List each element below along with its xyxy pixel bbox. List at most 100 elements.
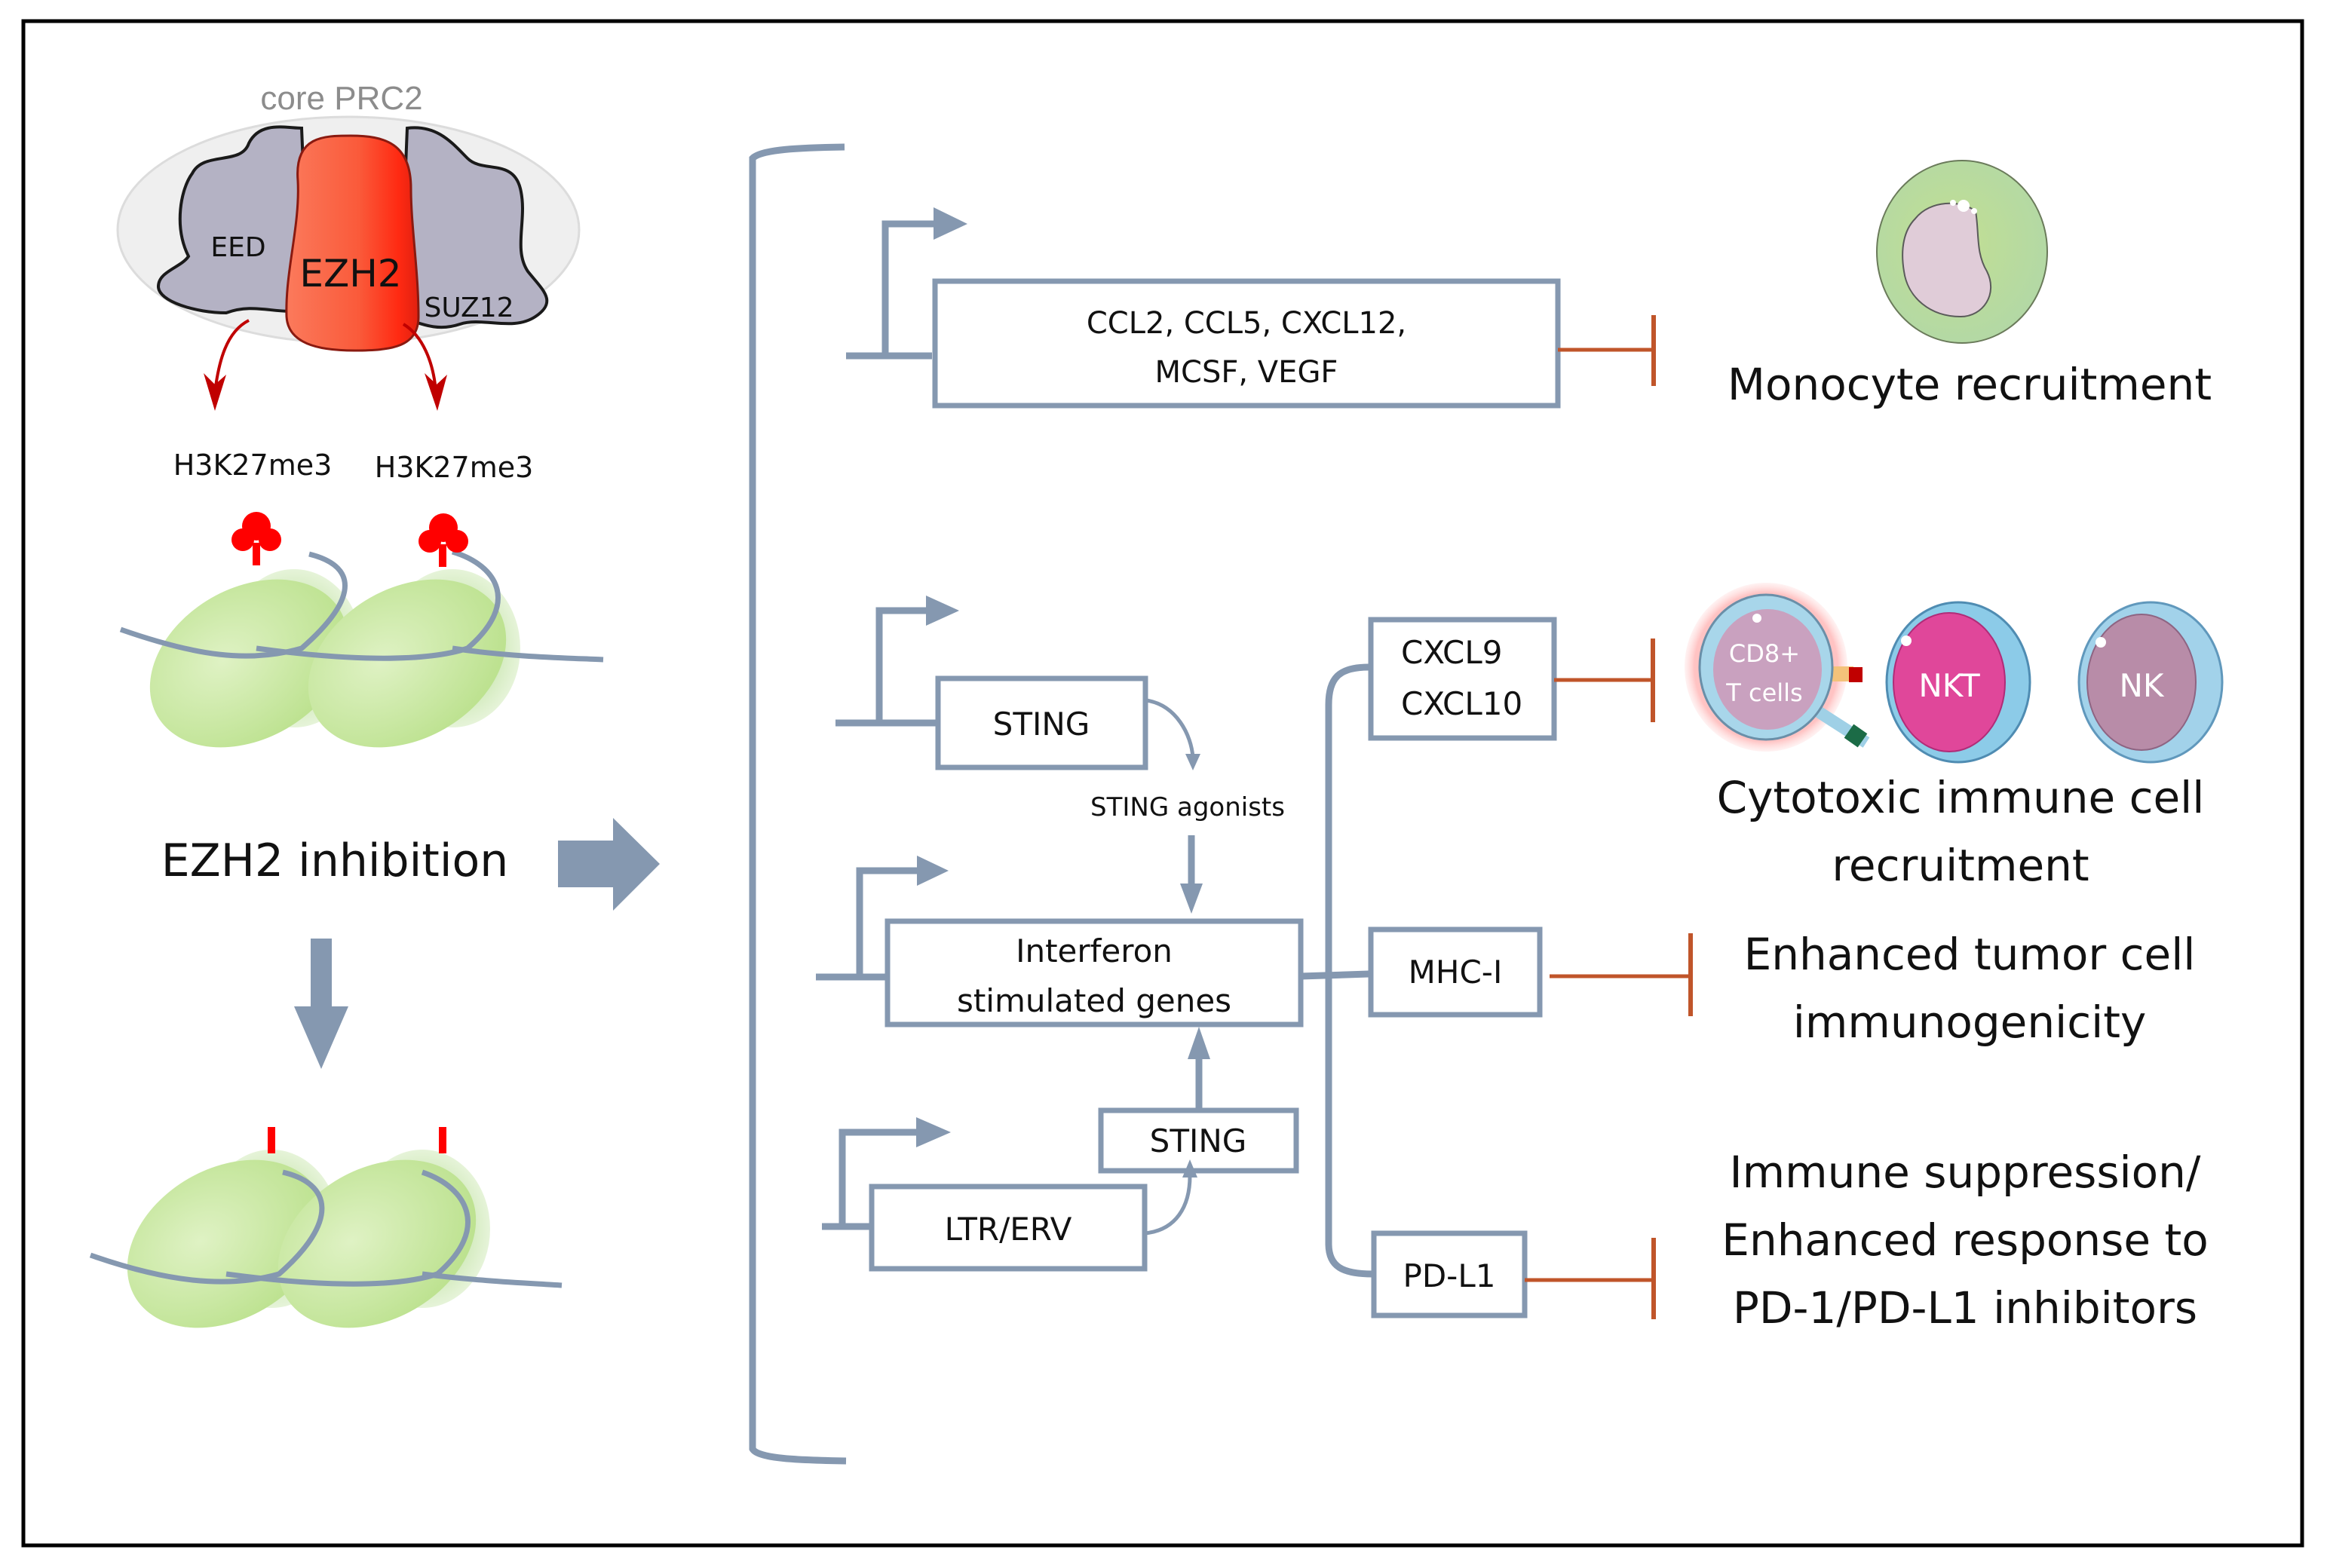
cd8-label-line2: T cells: [1725, 678, 1802, 707]
monocyte-recruitment-label: Monocyte recruitment: [1728, 359, 2212, 410]
down-arrow-icon: [294, 939, 348, 1069]
bracket: [749, 143, 847, 1465]
isg-line2: stimulated genes: [957, 982, 1231, 1019]
promoter-bend: [856, 867, 927, 977]
pd-l1-label: PD-L1: [1403, 1257, 1496, 1294]
ltr-erv-label: LTR/ERV: [945, 1211, 1072, 1248]
methylation-arrow-left: [213, 319, 250, 393]
pathway-sting: STING STING agonists: [835, 596, 1285, 914]
ltr-to-sting-curve: [1144, 1175, 1192, 1236]
pathway-isg: Interferon stimulated genes: [816, 856, 1304, 1027]
eed-subunit-shape: [156, 125, 311, 315]
monocyte-cell-icon: [1876, 160, 2048, 344]
cytotoxic-label-line1: Cytotoxic immune cell: [1717, 772, 2205, 823]
isg-to-spine: [1300, 970, 1369, 980]
suppression-label-line3: PD-1/PD-L1 inhibitors: [1733, 1282, 2197, 1334]
suz12-subunit-shape: [397, 126, 549, 329]
nk-nucleus: [2086, 614, 2197, 751]
cxcl9-label: CXCL9: [1401, 634, 1503, 671]
pd-l1-box: [1371, 1230, 1528, 1318]
promoter-bend: [839, 1129, 927, 1227]
h3k27me3-mark-stem: [253, 543, 260, 565]
isg-line1: Interferon: [1016, 933, 1173, 969]
nkt-highlight: [1901, 635, 1912, 646]
methylation-arrowhead-left: [204, 373, 226, 411]
immunogenicity-label-line2: immunogenicity: [1793, 997, 2147, 1048]
cd8-t-cell-icon: CD8+ T cells: [1685, 583, 1870, 752]
sting-top-label: STING: [993, 706, 1090, 743]
promoter-arrowhead-icon: [926, 596, 959, 626]
nucleosome-body: [149, 579, 348, 748]
cd8-highlight: [1752, 614, 1761, 623]
nkt-label: NKT: [1918, 667, 1980, 704]
sting-curve-arrowhead-icon: [1185, 754, 1200, 770]
dna-strand: [119, 551, 348, 659]
branch-spine: [1325, 663, 1373, 1278]
nkt-cell-icon: NKT: [1885, 601, 2031, 764]
ezh2-subunit-shape: [285, 134, 420, 352]
ezh2-label: EZH2: [299, 252, 401, 296]
h3k27me3-label-right: H3K27me3: [375, 451, 534, 484]
chemokine-genes-box: [932, 278, 1561, 409]
monocyte-highlight: [1950, 200, 1956, 206]
prc2-complex: core PRC2 EED EZH2 SUZ12 H3K27me3 H3K27m…: [116, 80, 581, 484]
h3k27me3-label-left: H3K27me3: [173, 449, 333, 482]
monocyte-nucleus: [1902, 202, 1991, 318]
ezh2-inhibition-label: EZH2 inhibition: [161, 835, 508, 887]
immune-cells: CD8+ T cells NKT NK: [1685, 583, 2224, 764]
sting-agonists-label: STING agonists: [1090, 792, 1285, 822]
core-prc2-title: core PRC2: [260, 80, 422, 117]
agonist-arrowhead-icon: [1180, 884, 1203, 914]
figure-border: [21, 19, 2304, 1548]
cytotoxic-label-line2: recruitment: [1832, 840, 2089, 891]
promoter-arrowhead-icon: [917, 856, 949, 886]
isg-branches: CXCL9 CXCL10 MHC-I PD-L1: [1300, 617, 1693, 1319]
mhc-i-label: MHC-I: [1409, 954, 1503, 991]
demethylated-mark: [439, 1127, 446, 1153]
promoter-arrowhead-icon: [916, 1117, 951, 1147]
methylation-arrowhead-right: [425, 373, 447, 411]
suppression-label-line2: Enhanced response to: [1721, 1214, 2208, 1266]
cxcl10-label: CXCL10: [1401, 685, 1522, 722]
h3k27me3-mark-stem: [439, 544, 446, 567]
promoter-arrowhead-icon: [934, 207, 967, 240]
ltr-erv-box: [869, 1184, 1148, 1272]
monocyte-highlight: [1958, 200, 1970, 212]
nk-label: NK: [2120, 667, 2165, 704]
nucleosome-body: [308, 579, 507, 748]
immunogenicity-label-line1: Enhanced tumor cell: [1744, 929, 2196, 980]
cd8-receptor-green: [1844, 724, 1868, 748]
h3k27me3-mark-head: [231, 528, 254, 551]
nkt-nucleus: [1893, 612, 2006, 752]
sting-bottom-label: STING: [1150, 1122, 1247, 1159]
methylation-arrow-right: [402, 323, 437, 393]
nk-cell-icon: NK: [2077, 601, 2224, 764]
h3k27me3-mark-head: [259, 528, 281, 551]
ltr-to-sting-arrowhead-icon: [1182, 1159, 1197, 1178]
unmethylated-chromatin: [89, 1127, 563, 1328]
cd8-nucleus: [1713, 609, 1822, 730]
suz12-label: SUZ12: [424, 292, 514, 323]
cd8-receptor-tip: [1849, 667, 1863, 682]
pathway-ltr-erv: STING LTR/ERV: [822, 1027, 1299, 1272]
right-arrow-icon: [558, 818, 660, 911]
pathway-chemokines: CCL2, CCL5, CXCL12, MCSF, VEGF: [846, 207, 1656, 409]
eed-label: EED: [210, 232, 265, 263]
dna-strand: [422, 1271, 563, 1288]
mhc-i-box: [1368, 926, 1543, 1018]
nk-highlight: [2096, 637, 2106, 648]
nucleosome-body: [127, 1159, 326, 1328]
h3k27me3-mark-head: [446, 530, 468, 553]
suppression-label-line1: Immune suppression/: [1730, 1147, 2201, 1198]
sting-curve-arrow: [1145, 698, 1195, 758]
sting-box-top: [935, 675, 1148, 770]
dna-strand: [89, 1169, 325, 1285]
methylated-chromatin: [119, 512, 604, 748]
demethylated-mark: [268, 1127, 275, 1153]
dna-strand: [452, 645, 604, 663]
h3k27me3-mark-head: [418, 530, 441, 553]
sting-to-isg-arrowhead-icon: [1188, 1027, 1210, 1059]
cd8-label-line1: CD8+: [1729, 639, 1800, 668]
promoter-bend: [881, 220, 943, 356]
